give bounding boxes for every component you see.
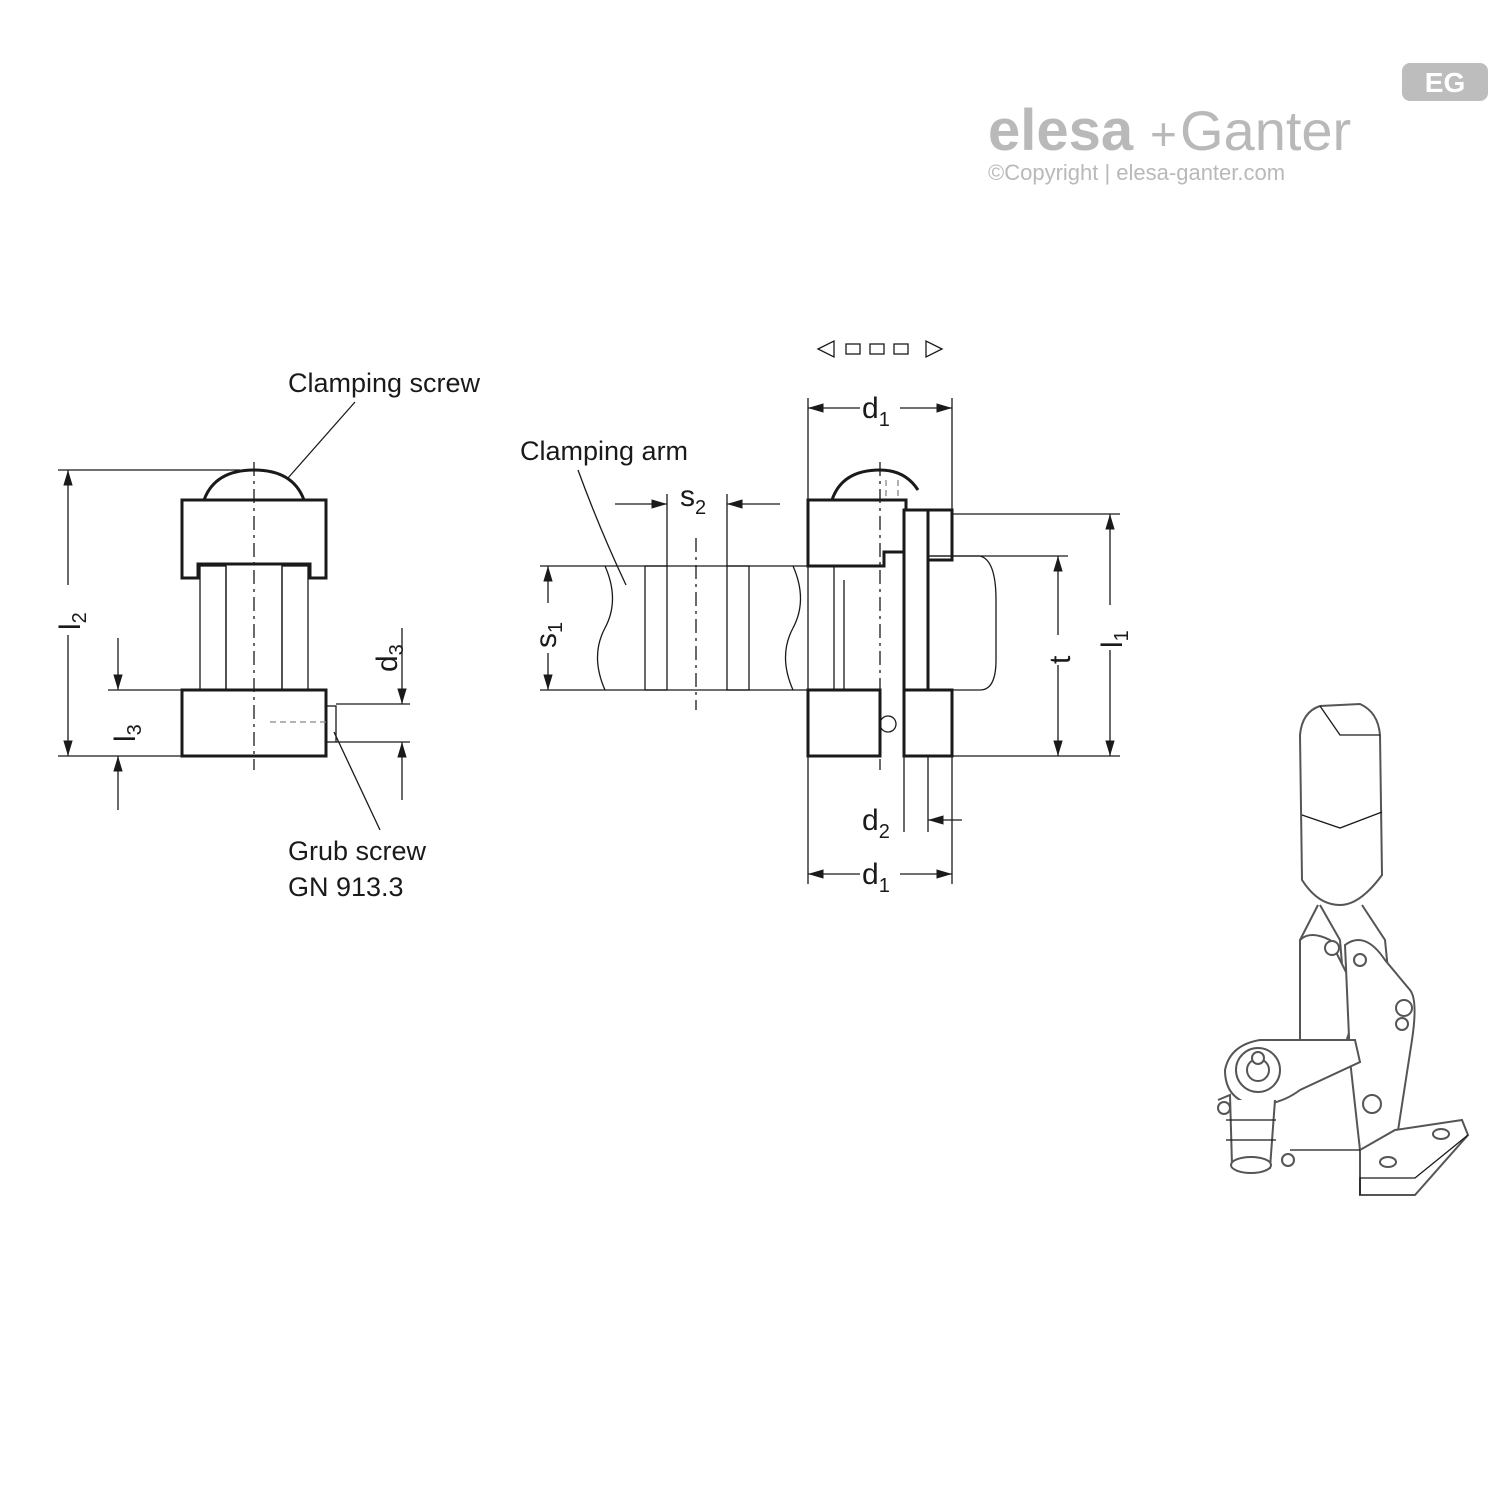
l3-label: l3	[109, 724, 146, 742]
holder-top-left	[806, 498, 908, 568]
grub-screw-leader	[333, 731, 381, 831]
s1-label: s1	[530, 622, 567, 648]
l2-label: l2	[54, 612, 91, 630]
top-cap	[180, 498, 328, 580]
brand-elesa: elesa	[988, 98, 1134, 163]
arm-hatch-left	[644, 565, 668, 691]
holder-grub-screw	[879, 715, 897, 733]
holder-base-right	[902, 688, 954, 758]
t-label: t	[1044, 655, 1077, 664]
double-arrow-icon	[816, 339, 944, 359]
d2-label: d2	[862, 804, 890, 843]
arm-ghost	[928, 555, 997, 691]
badge-text: EG	[1425, 67, 1465, 98]
handle-grip	[1298, 702, 1384, 907]
clamping-arm-leader	[577, 469, 627, 586]
d1-bottom-label: d1	[862, 858, 890, 897]
clamping-screw-label: Clamping screw	[288, 368, 481, 398]
clamping-arm-section: s1 s2 Clamping arm	[520, 436, 808, 710]
brand-ganter: Ganter	[1180, 99, 1351, 162]
arm-break-left	[596, 565, 614, 691]
brand-plus: +	[1150, 108, 1177, 160]
holder-base-left	[806, 688, 882, 758]
brand-logo: EG elesa + Ganter ©Copyright | elesa-gan…	[988, 63, 1488, 185]
right-view-holder: d1 d1 d2 t l1	[806, 339, 1133, 897]
arm-break-right	[784, 565, 802, 691]
s2-label: s2	[680, 480, 706, 519]
holder-dome	[830, 468, 920, 501]
grub-screw-spec: GN 913.3	[288, 872, 404, 902]
grub-screw-label: Grub screw	[288, 836, 427, 866]
body-plate-right	[1343, 939, 1416, 1151]
l1-label: l1	[1096, 630, 1133, 648]
clamping-screw-leader	[287, 401, 356, 479]
left-view-screw: l2 l3 d3 Clamping screw Grub screw GN 91…	[54, 368, 481, 902]
grub-screw-head	[325, 705, 337, 743]
shaft-wall-left	[199, 565, 227, 691]
holder-post-left	[807, 565, 835, 691]
d3-label: d3	[371, 644, 408, 672]
clamping-arm-label: Clamping arm	[520, 436, 688, 466]
eg-badge: EG	[1402, 63, 1488, 101]
d1-top-label: d1	[862, 392, 890, 431]
shaft-wall-right	[281, 565, 309, 691]
copyright-text: ©Copyright | elesa-ganter.com	[988, 160, 1285, 185]
toggle-clamp-illustration	[1217, 702, 1470, 1196]
arm-hatch-right	[726, 565, 750, 691]
